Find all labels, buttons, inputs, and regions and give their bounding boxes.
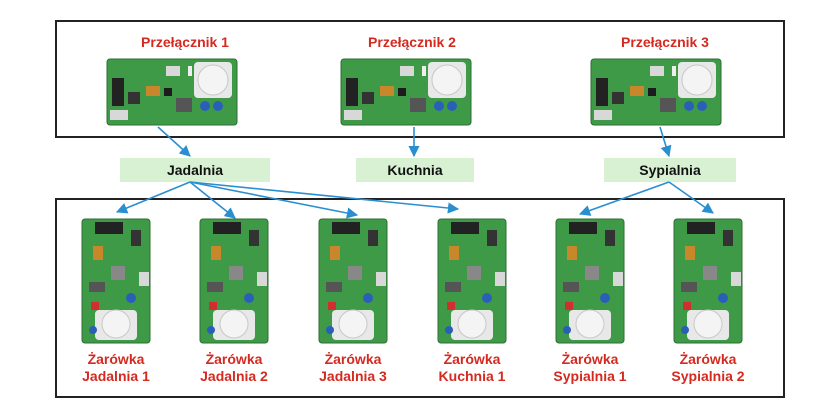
bulb-2-label-line1: Żarówka [205,351,263,367]
bulb-4-label-line1: Żarówka [443,351,501,367]
switch-3-board-icon [590,58,722,126]
group-jadalnia: Jadalnia [120,158,270,182]
bulb-3-label-line2: Jadalnia 3 [319,368,387,384]
bulb-6-label-line2: Sypialnia 2 [671,368,745,384]
bulb-1-label-line2: Jadalnia 1 [82,368,150,384]
switch-2-board-icon [340,58,472,126]
bulb-5-label-line1: Żarówka [561,351,619,367]
bulb-1-label: Żarówka Jadalnia 1 [56,351,176,385]
bulb-2-label-line2: Jadalnia 2 [200,368,268,384]
switch-3-label: Przełącznik 3 [621,34,709,50]
bulb-3-board-icon [318,218,388,344]
bulb-3-label: Żarówka Jadalnia 3 [293,351,413,385]
bulb-4-label: Żarówka Kuchnia 1 [412,351,532,385]
bulb-6-label: Żarówka Sypialnia 2 [648,351,768,385]
bulb-2-board-icon [199,218,269,344]
bulb-1-board-icon [81,218,151,344]
bulb-4-board-icon [437,218,507,344]
bulb-6-label-line1: Żarówka [679,351,737,367]
switch-2-label: Przełącznik 2 [368,34,456,50]
bulb-6-board-icon [673,218,743,344]
bulb-2-label: Żarówka Jadalnia 2 [174,351,294,385]
bulb-1-label-line1: Żarówka [87,351,145,367]
switch-1-board-icon [106,58,238,126]
group-kuchnia: Kuchnia [356,158,474,182]
bulb-3-label-line1: Żarówka [324,351,382,367]
switch-1-label: Przełącznik 1 [141,34,229,50]
group-sypialnia: Sypialnia [604,158,736,182]
bulb-5-label-line2: Sypialnia 1 [553,368,627,384]
bulb-5-board-icon [555,218,625,344]
bulb-4-label-line2: Kuchnia 1 [438,368,506,384]
bulb-5-label: Żarówka Sypialnia 1 [530,351,650,385]
